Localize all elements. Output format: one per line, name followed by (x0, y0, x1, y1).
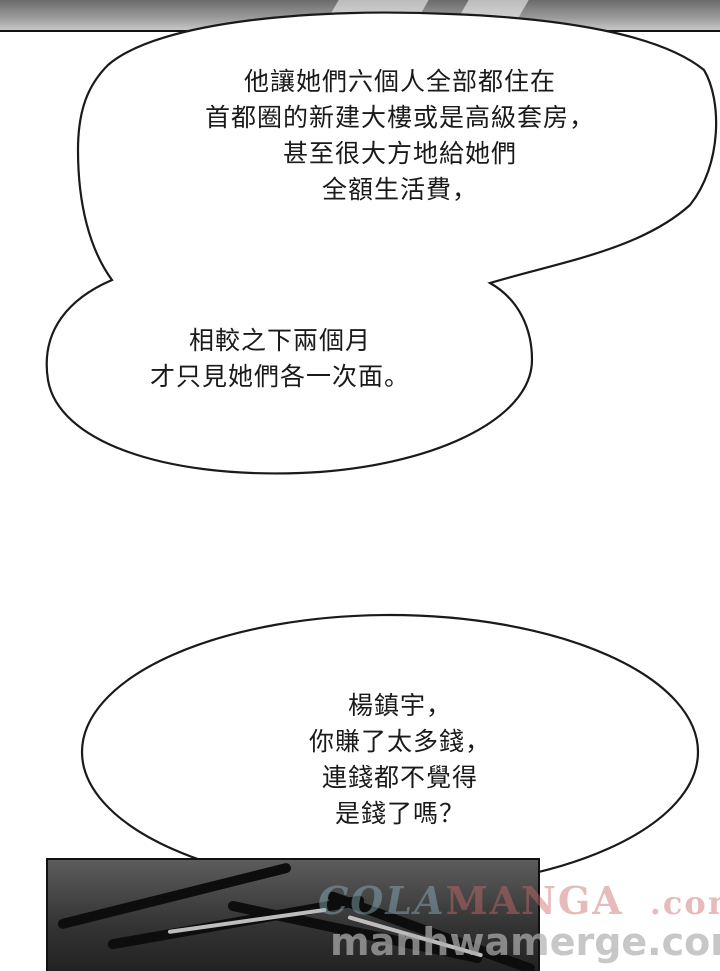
bubble-text-2: 相較之下兩個月 才只見她們各一次面。 (149, 326, 410, 391)
bottom-panel-art (46, 858, 540, 971)
watermark-part-cola: COLA (318, 878, 446, 923)
speech-bubble-upper (45, 11, 718, 475)
watermark-part-com: .com (649, 884, 720, 922)
watermark-logo: COLAMANGA .com (318, 878, 720, 923)
bubble-text-3: 楊鎮宇， 你賺了太多錢， 連錢都不覺得 是錢了嗎？ (308, 691, 491, 828)
bubble-text-1: 他讓她們六個人全部都住在 首都圈的新建大樓或是高級套房， 甚至很大方地給她們 全… (204, 67, 595, 204)
watermark-secondary: manhwamerge.com (330, 920, 720, 964)
watermark-part-manga: MANGA (445, 878, 624, 923)
